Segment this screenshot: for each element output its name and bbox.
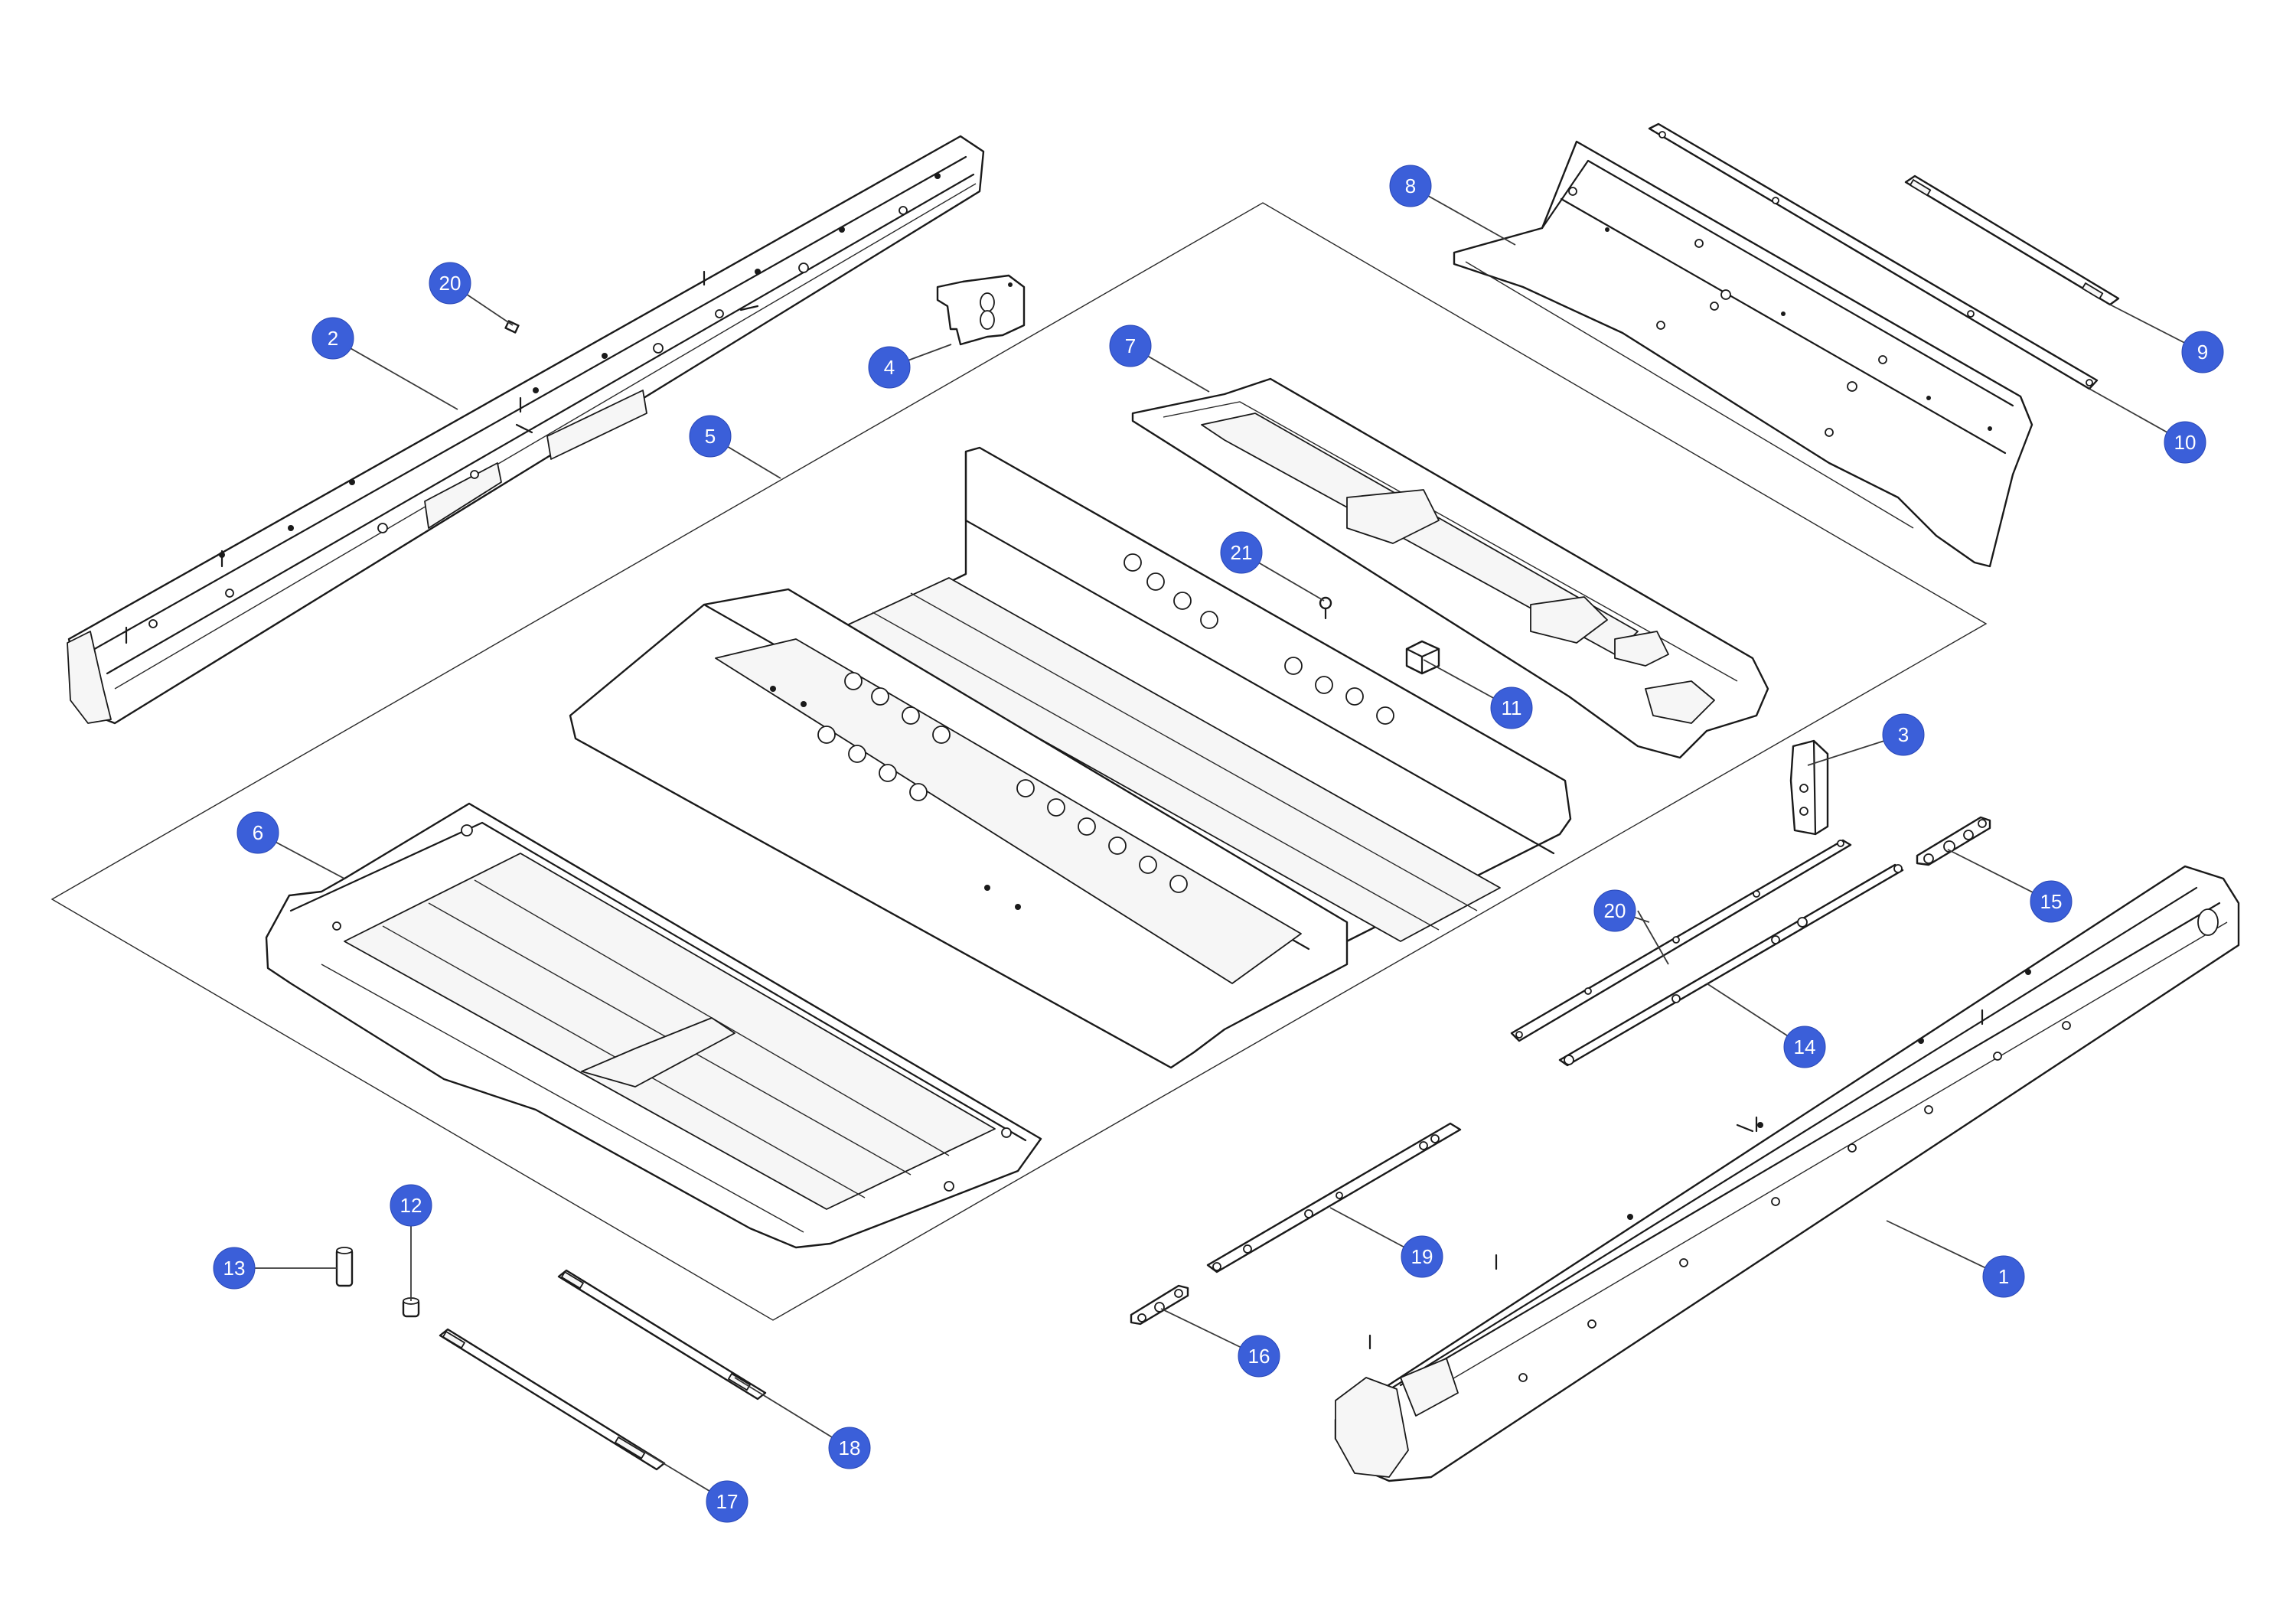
part-8-rear-panel bbox=[1453, 140, 2033, 568]
part-19-strip bbox=[1206, 1122, 1462, 1273]
callout-11: 11 bbox=[1490, 686, 1533, 729]
part-16-plate bbox=[1130, 1284, 1189, 1326]
callout-20-lower-label: 20 bbox=[1604, 899, 1626, 922]
callout-7-label: 7 bbox=[1125, 334, 1136, 357]
part-11-block bbox=[1405, 640, 1440, 675]
callout-15: 15 bbox=[2030, 880, 2073, 923]
callout-8-label: 8 bbox=[1405, 174, 1416, 197]
callout-6: 6 bbox=[236, 811, 279, 854]
part-15-plate bbox=[1916, 816, 1991, 866]
callout-5-label: 5 bbox=[705, 425, 716, 448]
callout-18: 18 bbox=[828, 1427, 871, 1469]
callout-10: 10 bbox=[2164, 421, 2206, 464]
part-9-strip bbox=[1904, 174, 2120, 306]
part-7-rear-floor-pan bbox=[1131, 377, 1769, 759]
part-1-right-side-rail bbox=[1334, 865, 2240, 1482]
part-20-bolt bbox=[504, 320, 520, 334]
callout-6-label: 6 bbox=[253, 821, 263, 844]
callout-3-label: 3 bbox=[1898, 723, 1909, 746]
callout-16: 16 bbox=[1238, 1335, 1280, 1378]
callout-4-label: 4 bbox=[884, 356, 895, 379]
center-floor-section-left bbox=[569, 588, 1349, 1069]
callout-19-label: 19 bbox=[1411, 1245, 1433, 1268]
callout-21-label: 21 bbox=[1231, 541, 1253, 564]
callout-21: 21 bbox=[1220, 531, 1263, 574]
callout-12: 12 bbox=[390, 1184, 432, 1227]
callout-12-label: 12 bbox=[400, 1194, 422, 1217]
callout-7: 7 bbox=[1109, 324, 1152, 367]
callout-14-label: 14 bbox=[1794, 1035, 1816, 1058]
part-20-strip bbox=[1510, 839, 1852, 1042]
callout-1-label: 1 bbox=[1998, 1265, 2009, 1288]
callout-13: 13 bbox=[213, 1247, 256, 1290]
center-floor-section-right bbox=[794, 446, 1572, 973]
part-17-strip bbox=[439, 1328, 666, 1471]
part-21-fastener bbox=[1319, 596, 1332, 620]
callout-9-label: 9 bbox=[2197, 341, 2208, 364]
callout-20-upper-label: 20 bbox=[439, 272, 461, 295]
callout-8: 8 bbox=[1389, 165, 1432, 207]
callout-16-label: 16 bbox=[1248, 1345, 1270, 1368]
part-10-strip bbox=[1648, 122, 2099, 390]
callout-18-label: 18 bbox=[839, 1436, 861, 1459]
callout-9: 9 bbox=[2181, 331, 2224, 373]
callout-2: 2 bbox=[311, 317, 354, 360]
callout-4: 4 bbox=[868, 346, 911, 389]
part-13-spacer bbox=[335, 1247, 354, 1287]
floor-assembly-plane bbox=[51, 202, 1988, 1321]
part-6-front-floor-pan bbox=[265, 802, 1042, 1249]
part-4-bracket bbox=[936, 274, 1026, 346]
callout-10-label: 10 bbox=[2174, 431, 2197, 454]
callout-3: 3 bbox=[1882, 713, 1925, 756]
callout-11-label: 11 bbox=[1502, 696, 1522, 719]
callout-17-label: 17 bbox=[716, 1490, 739, 1513]
part-2-left-side-rail bbox=[67, 135, 985, 725]
part-3-bracket bbox=[1789, 739, 1829, 836]
callout-17: 17 bbox=[706, 1480, 748, 1523]
callout-20-upper: 20 bbox=[429, 262, 471, 305]
callout-2-label: 2 bbox=[328, 327, 338, 350]
callout-1: 1 bbox=[1982, 1255, 2025, 1298]
part-18-strip bbox=[557, 1269, 767, 1401]
callout-20-lower: 20 bbox=[1593, 889, 1636, 932]
callout-5: 5 bbox=[689, 415, 732, 458]
callout-19: 19 bbox=[1401, 1235, 1443, 1278]
part-14-strip bbox=[1558, 863, 1904, 1067]
callout-15-label: 15 bbox=[2040, 890, 2063, 913]
callout-13-label: 13 bbox=[223, 1257, 246, 1280]
callout-14: 14 bbox=[1783, 1026, 1826, 1068]
